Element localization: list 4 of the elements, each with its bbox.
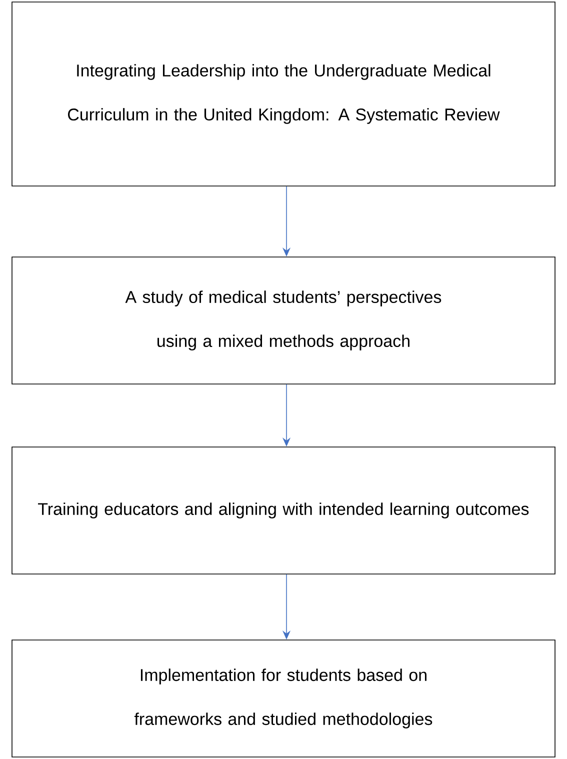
process-box: Training educators and aligning with intended learning outcomes — [12, 446, 556, 574]
process-box: Integrating Leadership into the Undergraduate Medical Curriculum in the United Kingdom: A Systematic Review — [12, 2, 556, 186]
process-box: Implementation for students based on frameworks and studied methodologies — [12, 640, 556, 758]
process-box: A study of medical students’ perspectives using a mixed methods approach — [12, 256, 556, 384]
